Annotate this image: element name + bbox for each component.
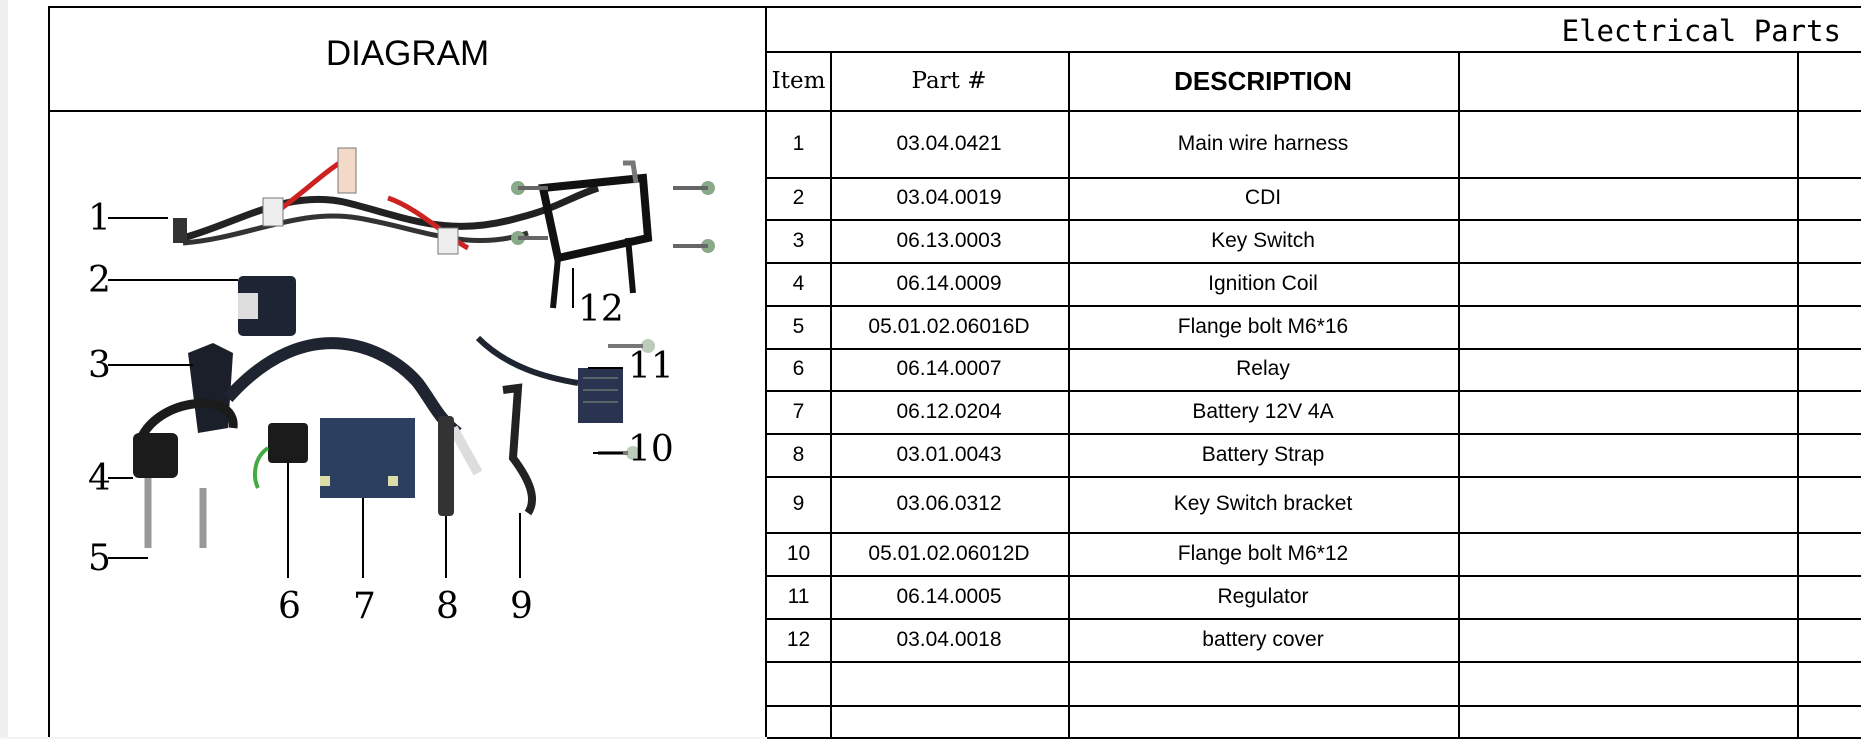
row-description: Regulator bbox=[1217, 584, 1309, 608]
row-part-number: 06.14.0007 bbox=[896, 357, 1002, 380]
row-item-number: 11 bbox=[787, 584, 810, 608]
callout-7: 7 bbox=[353, 586, 376, 627]
row-part-number: 03.01.0043 bbox=[896, 442, 1002, 466]
row-part-number: 06.14.0005 bbox=[896, 584, 1002, 608]
row-description: battery cover bbox=[1202, 627, 1324, 651]
ignition-coil-illustration bbox=[133, 398, 238, 548]
row-description: Relay bbox=[1236, 357, 1290, 380]
row-part-number: 03.04.0421 bbox=[896, 131, 1002, 155]
row-item-number: 4 bbox=[792, 271, 805, 295]
row-part-number: 05.01.02.06012D bbox=[868, 541, 1030, 565]
row-part-number: 06.12.0204 bbox=[896, 399, 1002, 423]
callout-layer bbox=[108, 217, 623, 578]
row-description: Ignition Coil bbox=[1208, 271, 1318, 295]
callout-4: 4 bbox=[88, 458, 111, 499]
battery-cover-illustration bbox=[511, 160, 715, 309]
table-column-rule bbox=[1458, 52, 1460, 737]
header-part-number: Part # bbox=[911, 68, 987, 94]
table-row-rule bbox=[767, 348, 1861, 350]
row-item-number: 10 bbox=[786, 541, 811, 565]
callout-2: 2 bbox=[88, 260, 111, 301]
callout-10: 10 bbox=[628, 429, 674, 470]
row-item-number: 9 bbox=[792, 492, 805, 515]
regulator-illustration bbox=[475, 335, 655, 423]
row-description: Main wire harness bbox=[1177, 131, 1349, 155]
table-row-rule bbox=[767, 661, 1861, 663]
table-row-rule bbox=[767, 177, 1861, 179]
table-column-rule bbox=[830, 52, 832, 737]
row-part-number: 06.13.0003 bbox=[896, 228, 1002, 252]
row-part-number: 05.01.02.06016D bbox=[868, 314, 1030, 338]
row-description: CDI bbox=[1244, 186, 1282, 209]
row-item-number: 12 bbox=[786, 627, 811, 651]
relay-illustration bbox=[253, 423, 308, 489]
section-title: Electrical Parts bbox=[1561, 14, 1841, 48]
callout-1: 1 bbox=[88, 198, 111, 239]
row-part-number: 03.04.0018 bbox=[896, 627, 1002, 651]
row-item-number: 8 bbox=[792, 442, 805, 466]
frame-top bbox=[48, 6, 1861, 8]
frame-left bbox=[48, 6, 50, 737]
table-row-rule bbox=[767, 219, 1861, 221]
callout-11: 11 bbox=[628, 346, 674, 387]
cdi-illustration bbox=[238, 276, 296, 336]
table-row-rule bbox=[767, 618, 1861, 620]
row-description: Flange bolt M6*12 bbox=[1177, 541, 1349, 565]
table-row-rule bbox=[767, 262, 1861, 264]
table-row-rule bbox=[767, 705, 1861, 707]
row-item-number: 5 bbox=[792, 314, 805, 338]
row-part-number: 03.06.0312 bbox=[896, 492, 1002, 515]
battery-strap-illustration bbox=[438, 416, 454, 516]
table-row-rule bbox=[767, 305, 1861, 307]
row-description: Key Switch bbox=[1211, 228, 1315, 252]
row-item-number: 2 bbox=[792, 186, 805, 209]
table-row-rule bbox=[767, 476, 1861, 478]
diagram-header-rule bbox=[48, 110, 765, 112]
row-description: Flange bolt M6*16 bbox=[1177, 314, 1349, 338]
frame-divider bbox=[765, 6, 767, 737]
row-part-number: 03.04.0019 bbox=[896, 186, 1002, 209]
table-column-rule bbox=[1797, 52, 1799, 737]
callout-6: 6 bbox=[278, 586, 301, 627]
callout-8: 8 bbox=[436, 586, 459, 627]
callout-5: 5 bbox=[88, 538, 111, 579]
table-column-rule bbox=[1068, 52, 1070, 737]
row-item-number: 6 bbox=[792, 357, 805, 380]
table-row-rule bbox=[767, 433, 1861, 435]
table-title-rule bbox=[765, 51, 1861, 53]
key-switch-bracket-illustration bbox=[502, 383, 536, 516]
table-row-rule bbox=[767, 110, 1861, 112]
page-margin bbox=[0, 0, 8, 737]
row-item-number: 1 bbox=[792, 131, 805, 155]
row-item-number: 7 bbox=[792, 399, 805, 423]
header-description: DESCRIPTION bbox=[1174, 65, 1352, 96]
battery-illustration bbox=[320, 418, 415, 498]
table-row-rule bbox=[767, 575, 1861, 577]
diagram-title: DIAGRAM bbox=[325, 34, 490, 73]
row-item-number: 3 bbox=[792, 228, 805, 252]
row-part-number: 06.14.0009 bbox=[896, 271, 1002, 295]
row-description: Battery Strap bbox=[1201, 442, 1325, 466]
callout-12: 12 bbox=[578, 289, 624, 330]
wire-harness-illustration bbox=[173, 147, 600, 255]
callout-3: 3 bbox=[88, 345, 111, 386]
table-row-rule bbox=[767, 390, 1861, 392]
table-row-rule bbox=[767, 532, 1861, 534]
row-description: Key Switch bracket bbox=[1173, 492, 1353, 515]
header-item: Item bbox=[771, 68, 826, 94]
row-description: Battery 12V 4A bbox=[1192, 399, 1334, 423]
parts-diagram-image: 1 2 3 4 5 6 7 8 9 10 11 12 bbox=[88, 128, 738, 688]
callout-9: 9 bbox=[510, 586, 533, 627]
